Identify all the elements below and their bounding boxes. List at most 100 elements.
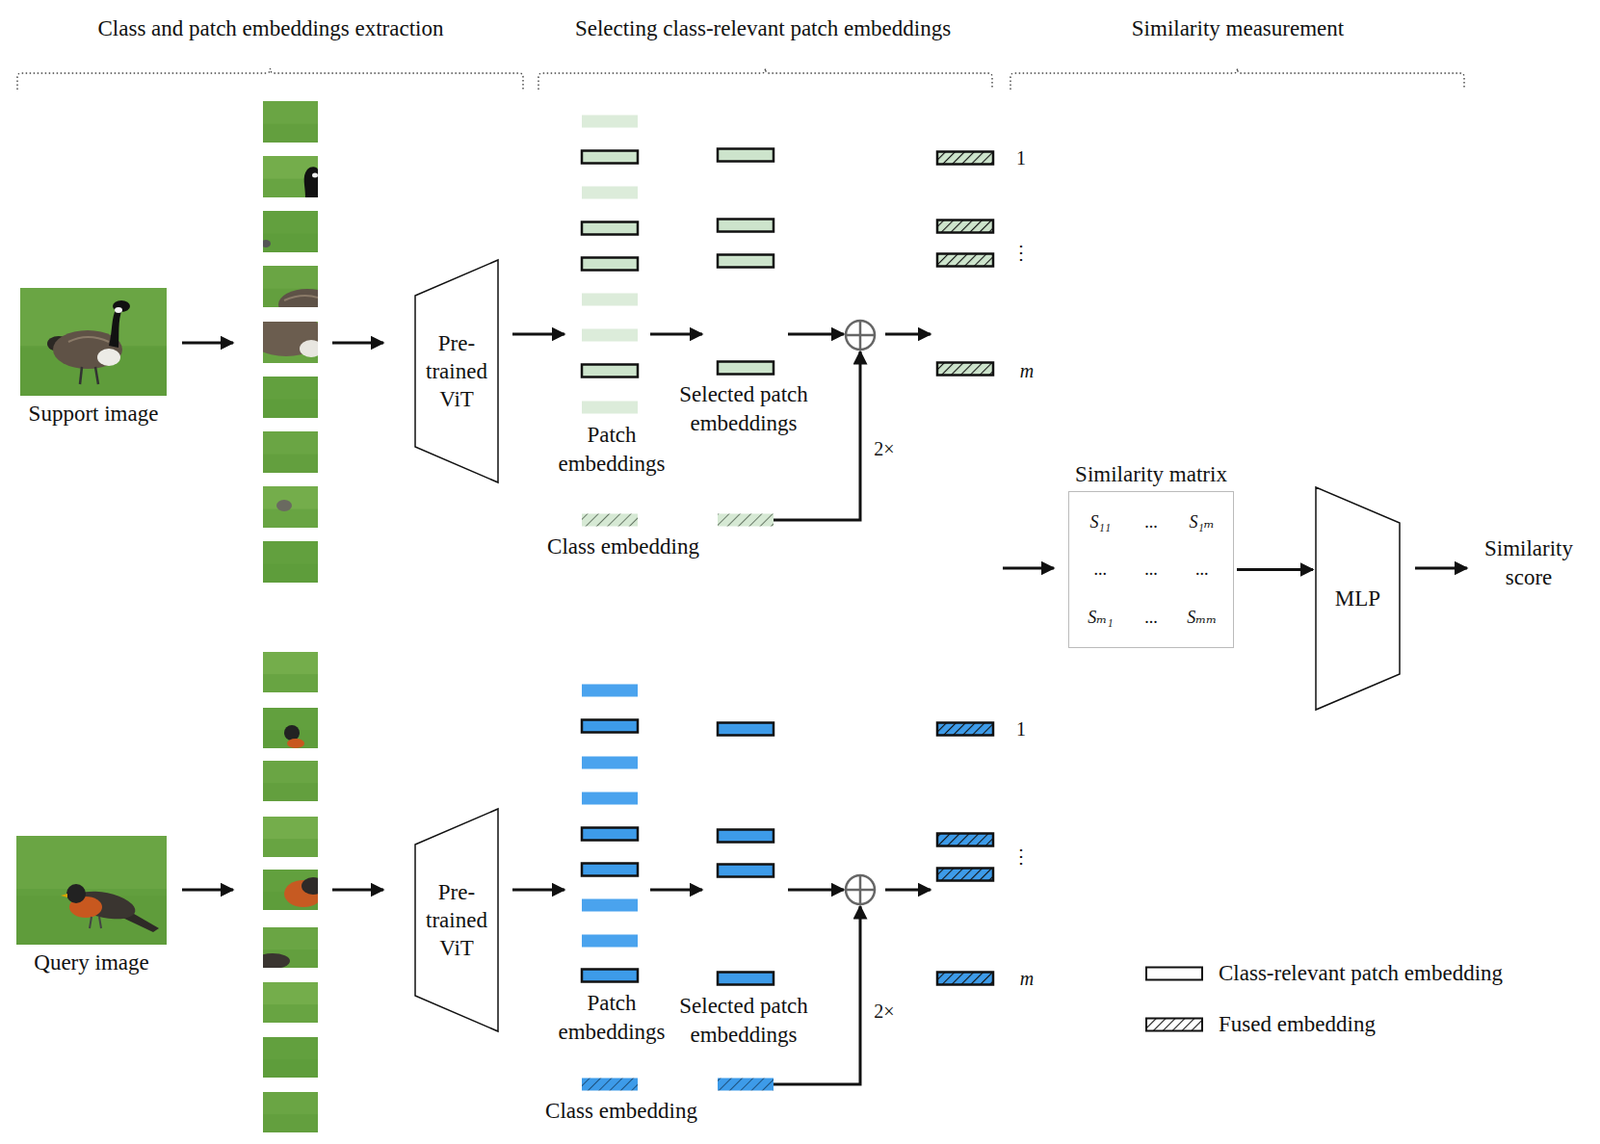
image-patch	[262, 486, 318, 528]
flow-arrow	[332, 341, 384, 345]
matrix-cell: Sₘ₁	[1075, 606, 1127, 629]
class-embedding	[581, 1078, 638, 1092]
image-patch	[262, 101, 318, 143]
selected-embedding	[717, 255, 774, 268]
image-patch	[262, 760, 318, 802]
fused-embedding	[937, 254, 994, 267]
selected-embedding	[717, 865, 774, 878]
legend-sample	[1146, 968, 1203, 981]
matrix-cell: ...	[1126, 511, 1178, 533]
connector-arrow	[1236, 568, 1313, 572]
patch-embedding	[581, 720, 638, 734]
block-text: MLP	[1315, 487, 1400, 710]
index-label: 1	[1016, 714, 1026, 744]
patch-embedding	[581, 222, 638, 236]
flow-arrow	[885, 333, 931, 337]
matrix-cell: ...	[1126, 558, 1178, 580]
legend-text: Fused embedding	[1218, 1010, 1376, 1040]
patch-embedding	[581, 792, 638, 806]
patch-embedding	[581, 293, 638, 307]
repeat-count: 2×	[873, 996, 894, 1026]
ellipsis-label: ⋮	[1011, 841, 1031, 871]
matrix-cell: S₁₁	[1075, 511, 1127, 533]
section-heading: Similarity measurement	[1131, 14, 1344, 44]
flow-arrow	[787, 333, 844, 337]
flow-arrow	[650, 889, 703, 892]
flow-arrow	[787, 889, 844, 892]
trapezoid-outline	[1315, 487, 1400, 710]
flow-arrow	[1002, 567, 1054, 571]
query-photo	[16, 836, 167, 945]
matrix-cell: ...	[1075, 558, 1127, 580]
image-patch	[247, 314, 325, 364]
vit-encoder: Pre-trained ViT	[415, 260, 499, 483]
class-embedding	[717, 1078, 774, 1092]
matrix-cell: ...	[1176, 558, 1228, 580]
image-patch	[262, 376, 318, 419]
fused-embedding	[937, 220, 994, 234]
group-label: Class embedding	[545, 1097, 698, 1127]
selected-embedding	[717, 723, 774, 736]
patch-embedding	[581, 970, 638, 983]
image-patch	[262, 1092, 318, 1133]
matrix-cell: Sₘₘ	[1176, 606, 1228, 629]
index-label: m	[1020, 356, 1034, 386]
image-patch	[262, 708, 318, 749]
patch-embedding	[581, 365, 638, 378]
fused-embedding	[937, 972, 994, 986]
flow-arrow	[182, 341, 234, 345]
mlp-block: MLP	[1315, 487, 1400, 710]
flow-arrow	[512, 333, 565, 337]
image-patch	[255, 927, 318, 970]
section-bracket	[1010, 68, 1465, 90]
image-patch	[262, 156, 318, 198]
similarity-matrix: Similarity matrixS₁₁...S₁ₘ.........Sₘ₁..…	[1068, 491, 1234, 649]
flow-arrow	[1415, 567, 1468, 571]
ellipsis-label: ⋮	[1011, 237, 1031, 267]
output-label: Similarity score	[1466, 534, 1592, 593]
group-label: Selected patch embeddings	[661, 380, 826, 439]
matrix-cell: ...	[1126, 606, 1178, 629]
fused-embedding	[937, 868, 994, 882]
group-label: Patch embeddings	[549, 989, 675, 1048]
sum-symbol	[845, 875, 875, 905]
group-label: Selected patch embeddings	[661, 992, 826, 1050]
image-patch	[262, 431, 318, 473]
query-image: Query image	[16, 836, 167, 945]
sum-symbol	[859, 875, 863, 905]
legend-text: Class-relevant patch embedding	[1218, 959, 1503, 989]
patch-embedding	[581, 258, 638, 271]
class-embedding	[581, 514, 638, 527]
patch-embedding	[581, 329, 638, 342]
flow-arrow	[182, 889, 234, 892]
image-patch	[262, 652, 318, 693]
block-label: MLP	[1319, 584, 1396, 613]
group-label: Class embedding	[547, 532, 700, 562]
patch-embedding	[581, 186, 638, 200]
block-label: Pre-trained ViT	[419, 878, 495, 963]
block-text: Pre-trained ViT	[415, 260, 499, 483]
support-image: Support image	[20, 288, 167, 396]
trapezoid-outline	[415, 809, 499, 1032]
selected-embedding	[717, 219, 774, 233]
selected-embedding	[717, 972, 774, 986]
index-label: 1	[1016, 143, 1026, 173]
matrix-cell: S₁ₘ	[1176, 511, 1228, 533]
image-caption: Support image	[28, 399, 159, 428]
flow-arrow	[512, 889, 565, 892]
image-patch	[262, 1037, 318, 1078]
block-label: Pre-trained ViT	[419, 329, 495, 414]
sum-symbol	[859, 320, 863, 350]
image-patch	[262, 541, 318, 583]
fused-embedding	[937, 723, 994, 736]
flow-arrow	[650, 333, 703, 337]
image-caption: Query image	[33, 948, 149, 977]
section-heading: Class and patch embeddings extraction	[98, 14, 445, 44]
matrix-title: Similarity matrix	[1075, 460, 1228, 489]
support-photo	[20, 288, 167, 396]
image-patch	[262, 816, 318, 858]
vit-encoder: Pre-trained ViT	[415, 809, 499, 1032]
section-bracket	[17, 68, 524, 90]
patch-embedding	[581, 151, 638, 164]
matrix-grid: S₁₁...S₁ₘ.........Sₘ₁...Sₘₘ	[1075, 498, 1228, 642]
